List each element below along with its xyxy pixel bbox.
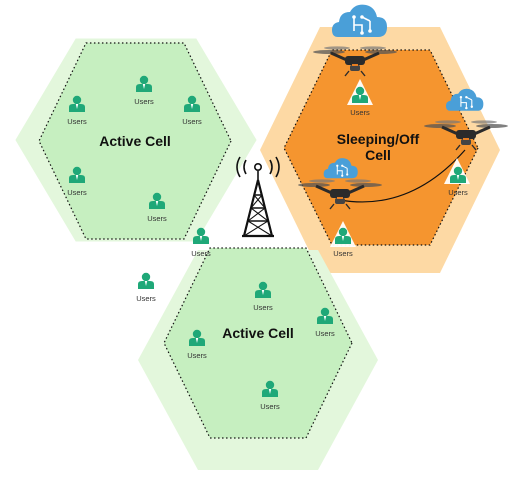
cell-title-sleeping-line2: Cell bbox=[365, 147, 391, 163]
user-label: Users bbox=[315, 329, 335, 338]
user-label: Users bbox=[147, 214, 167, 223]
cloud-network-icon bbox=[331, 3, 388, 38]
sleeping-cell bbox=[260, 27, 500, 273]
cell-title-sleeping-line1: Sleeping/Off bbox=[337, 131, 420, 147]
user-label: Users bbox=[448, 188, 468, 197]
user-label: Users bbox=[260, 402, 280, 411]
user-label: Users bbox=[333, 249, 353, 258]
user-label: Users bbox=[182, 117, 202, 126]
user-label: Users bbox=[67, 117, 87, 126]
user-label: Users bbox=[350, 108, 370, 117]
cell-title-active-bottom: Active Cell bbox=[222, 325, 294, 341]
user-label: Users bbox=[191, 249, 211, 258]
active-cell-bottom bbox=[138, 247, 378, 470]
user-icon bbox=[138, 272, 154, 289]
cell-tower-icon bbox=[236, 156, 280, 238]
user-label: Users bbox=[134, 97, 154, 106]
user-label: Users bbox=[187, 351, 207, 360]
user-label: Users bbox=[253, 303, 273, 312]
drone-link bbox=[339, 149, 466, 203]
user-label: Users bbox=[67, 188, 87, 197]
cell-title-active-top: Active Cell bbox=[99, 133, 171, 149]
active-cell-top-left bbox=[15, 38, 257, 242]
user-label: Users bbox=[136, 294, 156, 303]
